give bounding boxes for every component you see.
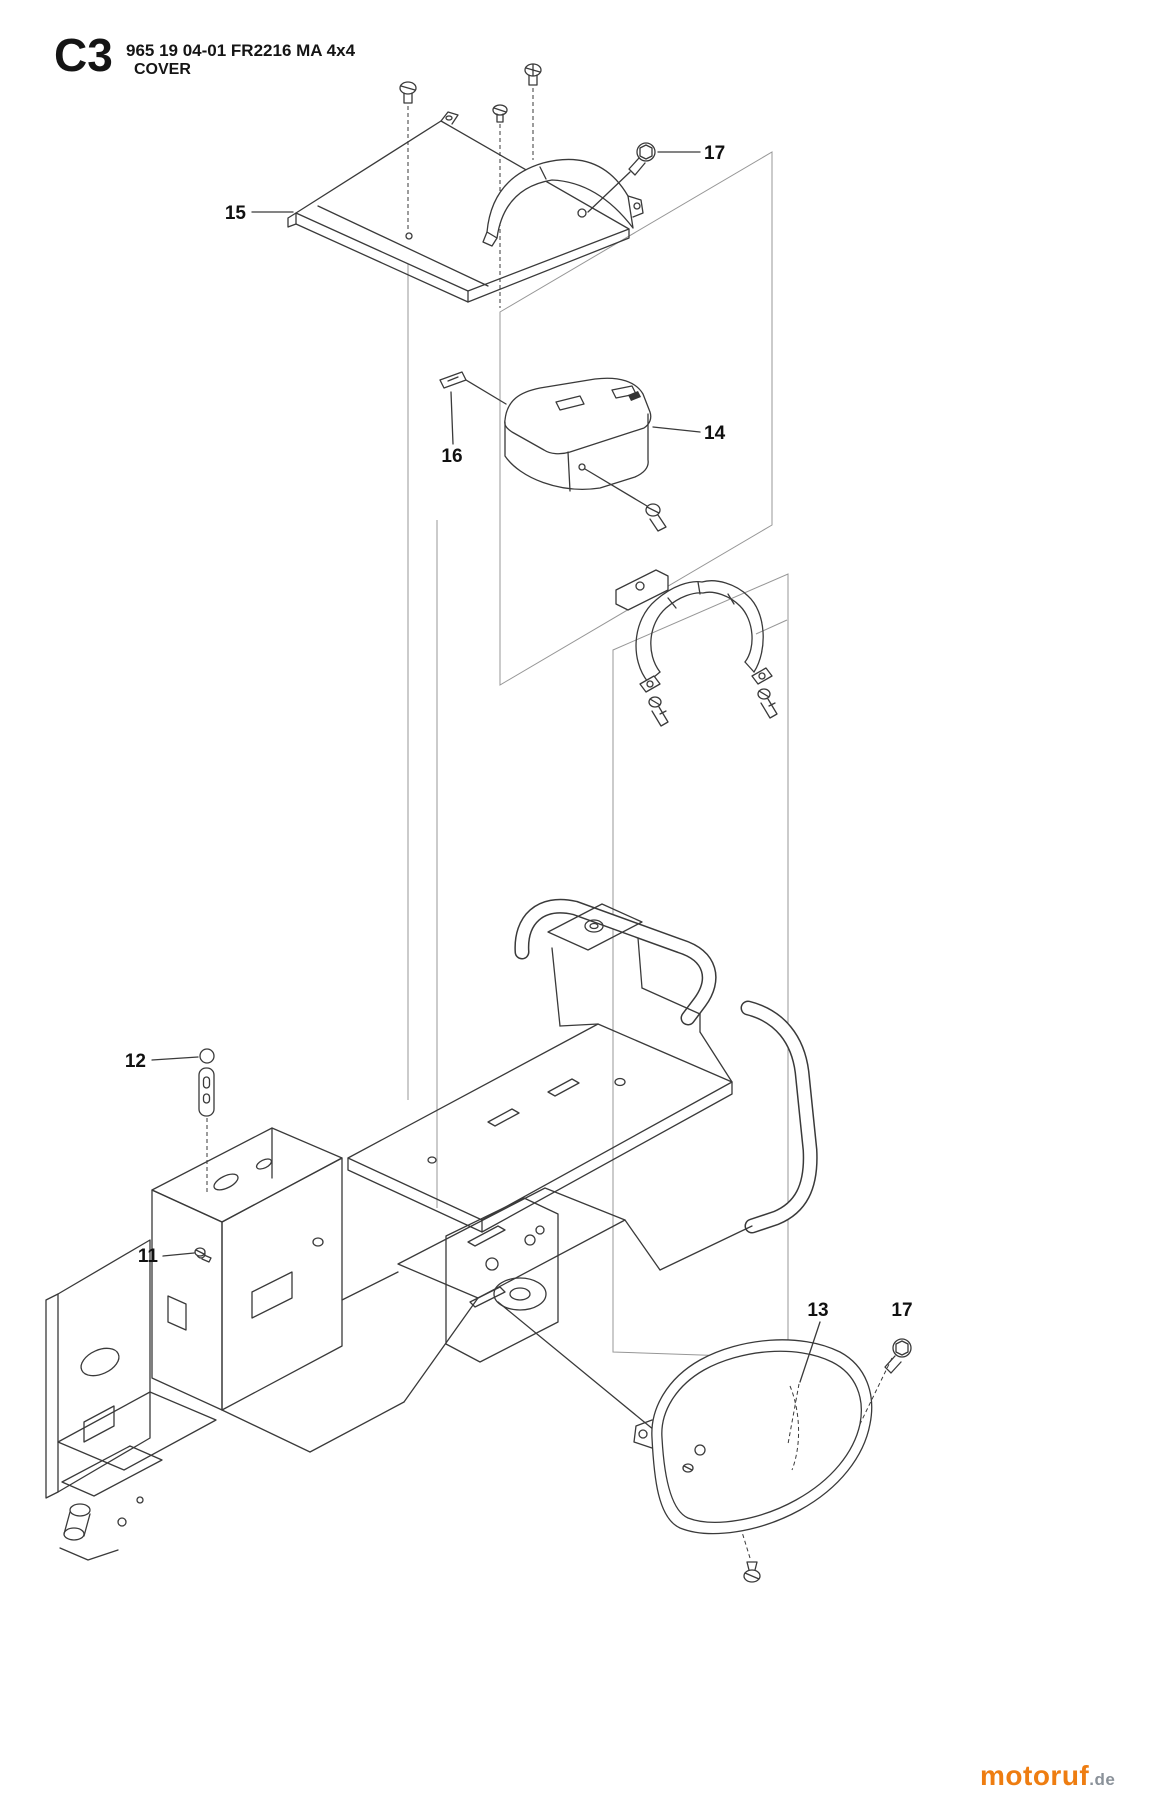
part-11-screw — [194, 1247, 212, 1263]
part-15-top-cover — [287, 111, 630, 303]
clamp-bolt-left — [648, 696, 669, 727]
clamp-bolt-right — [757, 688, 778, 719]
part-label-12: 12 — [125, 1051, 146, 1072]
part-14-screw — [645, 503, 667, 532]
part-17-screw-bottom — [859, 1338, 912, 1425]
chassis-frame — [45, 898, 818, 1561]
part-16-clip — [439, 371, 507, 445]
screw-top-left — [399, 81, 417, 232]
watermark-name: motoruf — [980, 1760, 1090, 1791]
part-label-15: 15 — [225, 203, 247, 224]
part-label-11: 11 — [138, 1246, 159, 1267]
model-number: 965 19 04-01 FR2216 MA 4x4 — [126, 41, 356, 60]
part-17-screw-top — [587, 142, 656, 213]
part-13-side-cover — [633, 1339, 873, 1535]
part-label-13: 13 — [807, 1300, 828, 1321]
part-14-cover — [504, 377, 652, 507]
part-13-bottom-screw — [741, 1531, 761, 1583]
part-label-17-top: 17 — [704, 143, 725, 164]
part-12-pin — [198, 1048, 215, 1192]
screw-top-right — [524, 63, 542, 160]
callouts: 15 17 16 14 12 11 13 17 — [125, 143, 913, 1445]
page-title: COVER — [134, 61, 191, 78]
watermark: motoruf.de — [980, 1760, 1115, 1792]
part-label-14: 14 — [704, 423, 726, 444]
construction-planes — [407, 151, 789, 1359]
section-code: C3 — [54, 29, 113, 81]
watermark-tld: .de — [1089, 1770, 1116, 1789]
clamp-bracket — [615, 569, 773, 693]
curved-guard — [482, 158, 644, 247]
part-label-16: 16 — [441, 446, 462, 467]
part-label-17-bottom: 17 — [891, 1300, 912, 1321]
